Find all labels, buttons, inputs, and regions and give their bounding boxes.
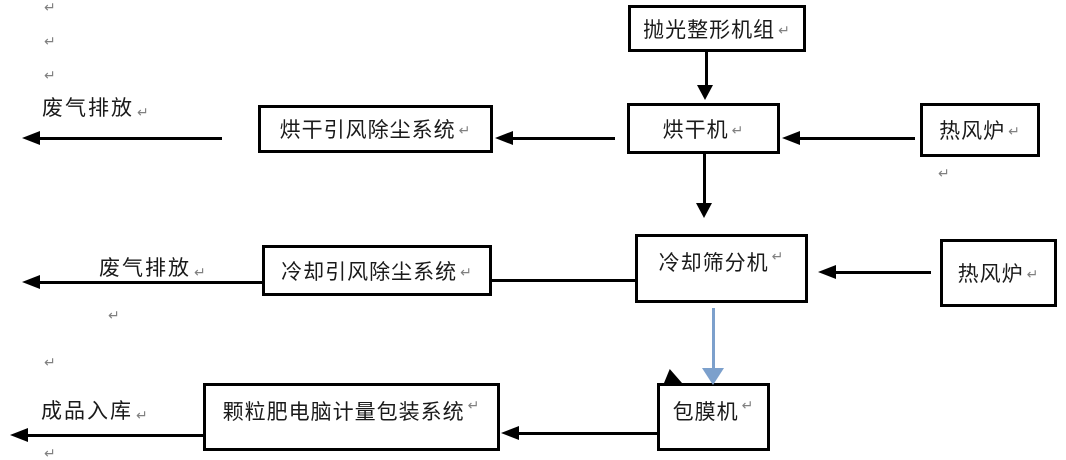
node-label: 冷却引风除尘系统	[281, 259, 458, 284]
arrowhead-left-icon	[501, 426, 519, 440]
node-label: 热风炉	[957, 262, 1024, 286]
paragraph-mark-icon: ↵	[44, 355, 56, 371]
connector-dryer-to-drying-dedust	[513, 137, 615, 140]
node-cooling-sieve: 冷却筛分机↵	[635, 234, 808, 303]
paragraph-mark-icon: ↵	[44, 0, 56, 16]
paragraph-mark-icon: ↵	[458, 123, 472, 139]
paragraph-mark-icon: ↵	[778, 22, 791, 39]
paragraph-mark-icon: ↵	[108, 308, 120, 324]
arrowhead-left-icon	[818, 265, 836, 279]
node-label: 颗粒肥电脑计量包装系统	[222, 400, 465, 424]
node-label: 热风炉	[939, 119, 1006, 143]
arrowhead-down-blue-icon	[702, 368, 724, 385]
node-label: 抛光整形机组	[643, 17, 776, 42]
connector-stove1-to-dryer	[800, 137, 915, 140]
connector-cooling-dedust-to-exhaust	[40, 281, 262, 284]
node-label: 冷却筛分机	[658, 251, 769, 275]
connector-cooling-sieve-to-cooling-dedust	[492, 279, 635, 282]
connector-cooling-sieve-to-coating-blue	[712, 308, 715, 369]
paragraph-mark-icon: ↵	[44, 34, 56, 50]
connector-stove2-to-cooling-sieve	[836, 271, 931, 274]
connector-drying-dedust-to-exhaust	[40, 137, 222, 140]
arrowhead-left-icon	[495, 131, 513, 145]
arrowhead-left-icon	[22, 131, 40, 145]
connector-dryer-to-cooling-sieve	[703, 154, 706, 203]
connector-coating-to-packing	[519, 432, 657, 435]
paragraph-mark-icon: ↵	[194, 265, 208, 281]
paragraph-mark-icon: ↵	[137, 105, 151, 121]
label-text: 废气排放	[42, 96, 134, 120]
paragraph-mark-icon: ↵	[44, 68, 56, 84]
connector-polishing-to-dryer	[705, 52, 708, 85]
node-coating-machine: 包膜机↵	[657, 383, 770, 451]
arrowhead-left-icon	[22, 275, 40, 289]
paragraph-mark-icon: ↵	[741, 398, 755, 414]
arrowhead-down-icon	[697, 85, 713, 100]
arrowhead-left-icon	[10, 428, 28, 442]
node-drying-dedust-system: 烘干引风除尘系统↵	[258, 105, 493, 153]
node-hot-blast-stove-2: 热风炉↵	[940, 239, 1057, 307]
label-exhaust-discharge-1: 废气排放↵	[42, 92, 151, 122]
paragraph-mark-icon: ↵	[44, 446, 56, 460]
node-label: 烘干机	[662, 117, 729, 142]
node-polishing-unit: 抛光整形机组↵	[628, 5, 806, 52]
paragraph-mark-icon: ↵	[938, 166, 950, 182]
paragraph-mark-icon: ↵	[1026, 267, 1040, 283]
node-packing-system: 颗粒肥电脑计量包装系统↵	[203, 383, 500, 451]
label-text: 成品入库	[41, 399, 133, 423]
paragraph-mark-icon: ↵	[136, 408, 150, 424]
node-cooling-dedust-system: 冷却引风除尘系统↵	[262, 245, 492, 296]
node-hot-blast-stove-1: 热风炉↵	[920, 103, 1040, 157]
paragraph-mark-icon: ↵	[1008, 124, 1021, 140]
paragraph-mark-icon: ↵	[460, 264, 473, 281]
paragraph-mark-icon: ↵	[771, 249, 785, 265]
node-dryer: 烘干机↵	[627, 103, 780, 154]
arrowhead-down-icon	[696, 203, 712, 218]
paragraph-mark-icon: ↵	[731, 122, 745, 139]
label-text: 废气排放	[99, 256, 191, 280]
node-label: 包膜机	[672, 400, 739, 424]
label-finished-goods-storage: 成品入库↵	[41, 395, 150, 425]
arrowhead-corner-icon	[664, 369, 682, 383]
label-exhaust-discharge-2: 废气排放↵	[99, 252, 208, 282]
node-label: 烘干引风除尘系统	[279, 118, 456, 142]
arrowhead-left-icon	[782, 131, 800, 145]
paragraph-mark-icon: ↵	[467, 398, 481, 414]
connector-packing-to-storage	[28, 434, 203, 437]
